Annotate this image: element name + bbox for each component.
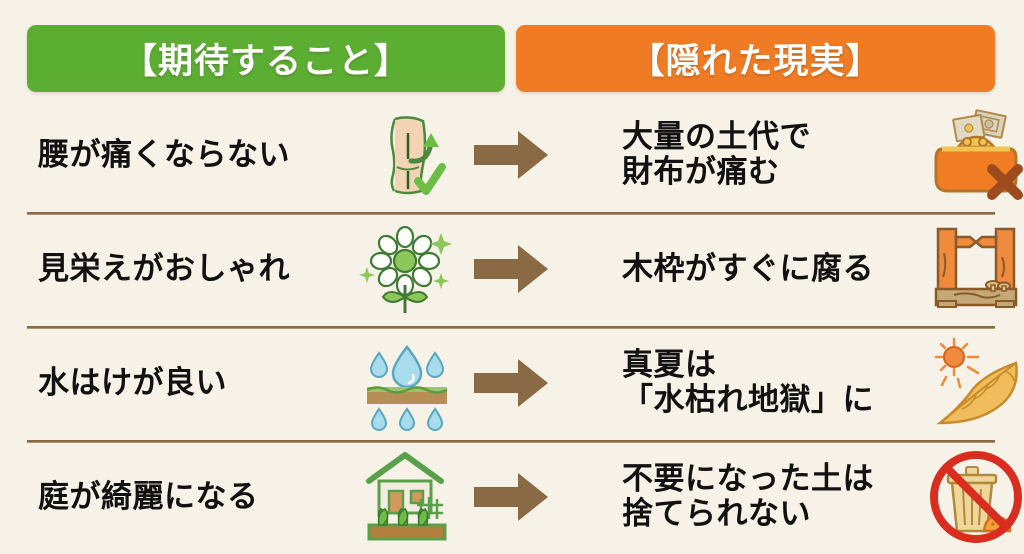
house-garden-icon xyxy=(359,449,455,545)
water-drainage-icon xyxy=(359,335,455,431)
table-row: 腰が痛くならない xyxy=(0,98,1024,212)
row-separator xyxy=(27,326,995,329)
reality-text: 大量の土代で 財布が痛む xyxy=(622,119,811,189)
sun-withered-leaf-icon xyxy=(928,335,1024,431)
expectation-text: 水はけが良い xyxy=(38,364,227,400)
wallet-money-x-icon xyxy=(928,107,1024,203)
table-row: 水はけが良い xyxy=(0,326,1024,440)
expectation-cell: 腰が痛くならない xyxy=(0,98,455,212)
reality-cell: 木枠がすぐに腐る xyxy=(569,212,1024,326)
flower-sparkle-icon xyxy=(359,221,455,317)
reality-header: 【隠れた現実】 xyxy=(516,25,995,92)
table-row: 庭が綺麗になる xyxy=(0,440,1024,554)
reality-header-label: 【隠れた現実】 xyxy=(629,42,882,81)
right-arrow-icon xyxy=(455,243,569,295)
expectation-header: 【期待すること】 xyxy=(27,25,505,92)
right-arrow-icon xyxy=(455,357,569,409)
expectation-cell: 見栄えがおしゃれ xyxy=(0,212,455,326)
reality-cell: 真夏は 「水枯れ地獄」に xyxy=(569,326,1024,440)
reality-text: 木枠がすぐに腐る xyxy=(622,250,874,286)
expectation-cell: 庭が綺麗になる xyxy=(0,440,455,554)
row-separator xyxy=(27,440,995,443)
expectation-text: 腰が痛くならない xyxy=(38,136,290,172)
expectation-header-label: 【期待すること】 xyxy=(121,42,410,81)
table-row: 見栄えがおしゃれ xyxy=(0,212,1024,326)
row-separator xyxy=(27,212,995,215)
expectation-text: 見栄えがおしゃれ xyxy=(38,250,290,286)
no-soil-disposal-icon xyxy=(928,449,1024,545)
right-arrow-icon xyxy=(455,129,569,181)
reality-cell: 不要になった土は 捨てられない xyxy=(569,440,1024,554)
reality-text: 不要になった土は 捨てられない xyxy=(622,461,874,531)
reality-text: 真夏は 「水枯れ地獄」に xyxy=(622,347,874,417)
reality-cell: 大量の土代で 財布が痛む xyxy=(569,98,1024,212)
rotting-wood-frame-icon xyxy=(928,221,1024,317)
expectation-cell: 水はけが良い xyxy=(0,326,455,440)
comparison-rows: 腰が痛くならない xyxy=(0,98,1024,554)
back-pain-relief-icon xyxy=(359,107,455,203)
right-arrow-icon xyxy=(455,471,569,523)
expectation-text: 庭が綺麗になる xyxy=(38,478,259,514)
header-row: 【期待すること】 【隠れた現実】 xyxy=(0,25,1024,92)
